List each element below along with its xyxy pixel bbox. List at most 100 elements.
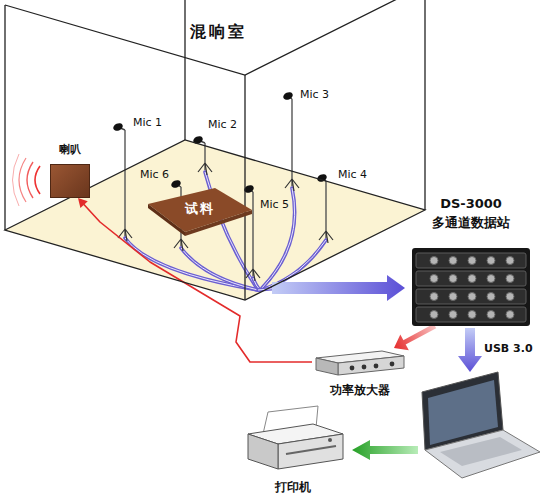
- sound-waves: [19, 158, 26, 202]
- sound-waves: [13, 154, 20, 206]
- room-outline: [424, 0, 425, 210]
- sound-waves: [35, 166, 40, 194]
- printer-unit: [238, 404, 348, 472]
- rack-unit: [430, 275, 438, 283]
- mic-label: Mic 3: [300, 88, 329, 101]
- mic-cable: [125, 172, 326, 290]
- rack-unit: [449, 293, 457, 301]
- rack-unit: [487, 293, 495, 301]
- power-amplifier: 功率放大器: [312, 348, 408, 398]
- mic-cable: [125, 238, 258, 290]
- rack-unit: [416, 253, 526, 268]
- microphone: [319, 231, 333, 243]
- mic-cable: [181, 248, 258, 290]
- laptop: [440, 437, 522, 466]
- printer-unit: [278, 434, 343, 469]
- room-outline: [5, 140, 425, 300]
- room-outline: [244, 75, 245, 300]
- speaker-cabinet: [50, 164, 90, 198]
- mic-label: Mic 5: [260, 198, 289, 211]
- laptop: [425, 430, 540, 478]
- sample-slab: [148, 204, 185, 236]
- microphone: [112, 122, 124, 133]
- signal-arrow: [272, 275, 405, 301]
- amplifier-unit: [312, 348, 408, 376]
- rack-unit: [416, 271, 526, 286]
- rack-unit: [487, 311, 495, 319]
- mic-label: Mic 1: [133, 116, 162, 129]
- rack-unit: [416, 289, 526, 304]
- room-floor: [5, 140, 425, 300]
- microphone: [246, 269, 260, 281]
- signal-arrow: [387, 275, 405, 301]
- amplifier-unit: [374, 364, 379, 369]
- mic-cable: [125, 238, 258, 290]
- microphone: [124, 130, 125, 236]
- rack-unit: [487, 257, 495, 265]
- speaker-box: 喇叭: [44, 138, 96, 198]
- rack-unit: [412, 248, 530, 326]
- printer-unit: [248, 434, 278, 469]
- laptop: [422, 372, 540, 478]
- microphone: [252, 192, 253, 276]
- sound-waves: [27, 162, 33, 198]
- room-outline: [4, 5, 5, 230]
- speaker-label: 喇叭: [59, 142, 81, 157]
- amplifier-label: 功率放大器: [330, 382, 390, 399]
- rack-unit: [430, 293, 438, 301]
- rack-unit: [506, 311, 514, 319]
- signal-arrow: [272, 282, 389, 294]
- amplifier-unit: [390, 362, 395, 367]
- interface-label: USB 3.0: [484, 342, 533, 355]
- rack-unit: [506, 257, 514, 265]
- rack-unit: [449, 257, 457, 265]
- amplifier-unit: [338, 356, 404, 375]
- printer-label: 打印机: [275, 479, 311, 496]
- rack-unit: [416, 307, 526, 322]
- signal-arrow: [404, 326, 435, 343]
- signal-arrow: [394, 334, 409, 350]
- sample-label: 试料: [185, 200, 215, 218]
- microphone: [174, 239, 188, 251]
- usb-arrow: [458, 328, 482, 372]
- room-outline: [5, 0, 425, 75]
- microphone: [285, 179, 299, 191]
- microphone: [118, 229, 132, 241]
- rack-unit: [468, 293, 476, 301]
- rack-unit: [506, 275, 514, 283]
- rack-unit: [412, 248, 530, 326]
- printer-unit: [328, 438, 332, 442]
- rack-unit: [506, 293, 514, 301]
- microphone: [282, 91, 294, 102]
- room-outline: [5, 0, 425, 300]
- amplifier-unit: [350, 366, 355, 371]
- rack-unit: [430, 311, 438, 319]
- sound-waves: [13, 154, 41, 206]
- printer-unit: [286, 446, 336, 454]
- printer: 打印机: [238, 404, 348, 498]
- rack-unit: [468, 257, 476, 265]
- sample-board: 试料: [145, 186, 255, 236]
- microphone: [170, 179, 182, 190]
- mic-label: Mic 6: [140, 168, 169, 181]
- rack-unit: [449, 275, 457, 283]
- sample-slab: [148, 188, 252, 232]
- microphone: [291, 99, 292, 186]
- print-arrow: [352, 440, 418, 460]
- signal-arrow: [78, 198, 88, 208]
- amplifier-unit: [316, 358, 338, 375]
- rack-unit: [430, 257, 438, 265]
- room-outline: [184, 0, 185, 140]
- reverberation-room: 混响室喇叭试料: [0, 0, 430, 305]
- room-title: 混响室: [190, 22, 247, 43]
- microphone: [112, 91, 333, 281]
- amplifier-unit: [362, 365, 367, 370]
- rack-unit: [487, 275, 495, 283]
- data-station: DS-3000 多通道数据站: [405, 194, 537, 326]
- microphone: [325, 181, 326, 238]
- microphone: [198, 163, 212, 175]
- rack-unit: [468, 311, 476, 319]
- mic-label: Mic 2: [208, 118, 237, 131]
- rack-unit: [449, 311, 457, 319]
